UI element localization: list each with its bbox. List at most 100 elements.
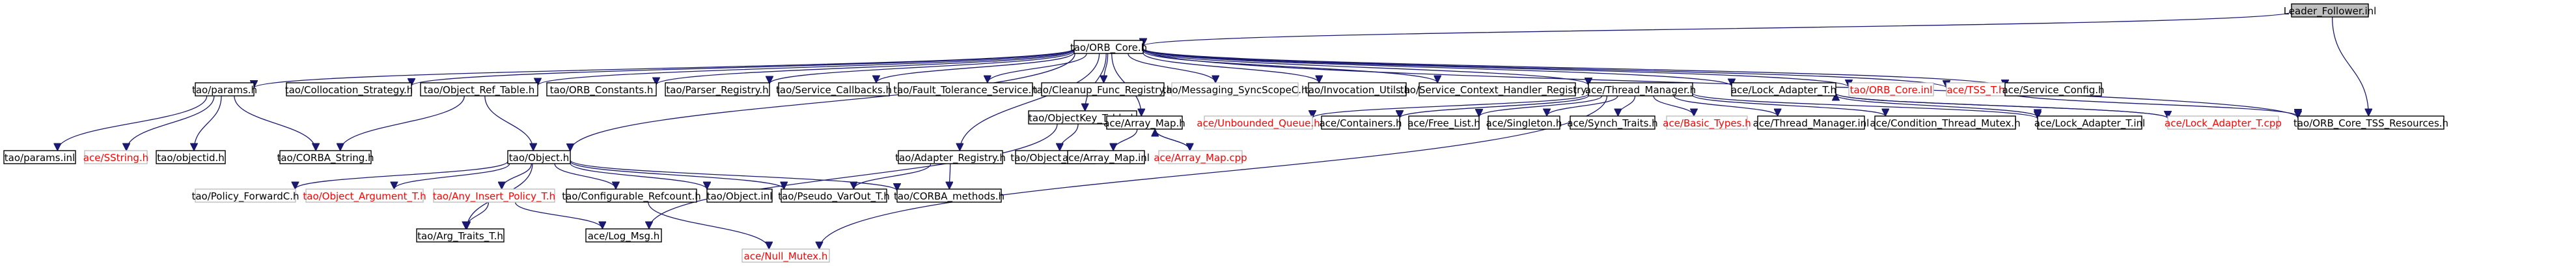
node-box[interactable]	[1041, 82, 1165, 97]
node-singleton[interactable]: ace/Singleton.h	[1486, 115, 1562, 130]
node-logmsg[interactable]: ace/Log_Msg.h	[585, 228, 662, 243]
node-corbamethods[interactable]: tao/CORBA_methods.h	[894, 188, 1004, 203]
node-box[interactable]	[195, 188, 296, 203]
node-box[interactable]	[1757, 115, 1865, 130]
edge-orbcore-to-tssres	[1143, 48, 2298, 119]
node-box[interactable]	[1067, 150, 1145, 164]
node-box[interactable]	[279, 150, 372, 164]
node-box[interactable]	[84, 150, 148, 164]
node-box[interactable]	[1419, 82, 1576, 97]
node-freelist[interactable]: ace/Free_List.h	[1407, 115, 1480, 130]
node-orbconst[interactable]: tao/ORB_Constants.h	[546, 82, 657, 97]
node-objectinl[interactable]: tao/Object.inl	[706, 188, 773, 203]
node-box[interactable]	[706, 188, 773, 203]
node-box[interactable]	[585, 228, 662, 243]
node-box[interactable]	[741, 248, 830, 263]
node-box[interactable]	[2004, 82, 2102, 97]
node-paramsinl[interactable]: tao/params.inl	[3, 150, 76, 164]
node-objargt[interactable]: tao/Object_Argument_T.h	[303, 188, 426, 203]
node-box[interactable]	[1588, 82, 1693, 97]
node-adaptreg[interactable]: tao/Adapter_Registry.h	[895, 150, 1006, 164]
node-arraymap[interactable]: ace/Array_Map.h	[1103, 115, 1185, 130]
node-box[interactable]	[195, 82, 255, 97]
node-box[interactable]	[416, 228, 505, 243]
node-box[interactable]	[420, 82, 538, 97]
node-box[interactable]	[1204, 115, 1313, 130]
node-unbq[interactable]: ace/Unbounded_Queue.h	[1197, 115, 1320, 130]
node-objreftable[interactable]: tao/Object_Ref_Table.h	[420, 82, 538, 97]
node-box[interactable]	[1408, 115, 1480, 130]
node-box[interactable]	[896, 188, 1002, 203]
node-root[interactable]: Leader_Follower.inl	[2284, 3, 2377, 18]
node-arraymapinl[interactable]: ace/Array_Map.inl	[1062, 150, 1150, 164]
edge-params-to-sstring	[126, 95, 215, 151]
node-arraymapcpp[interactable]: ace/Array_Map.cpp	[1154, 150, 1247, 164]
node-sstring[interactable]: ace/SString.h	[83, 150, 148, 164]
node-lockadaptcpp[interactable]: ace/Lock_Adapter_T.cpp	[2165, 115, 2282, 130]
node-box[interactable]	[1073, 40, 1144, 54]
node-anyins[interactable]: tao/Any_Insert_Policy_T.h	[433, 188, 555, 203]
node-argtraits[interactable]: tao/Arg_Traits_T.h	[416, 228, 505, 243]
node-threadmgr[interactable]: ace/Thread_Manager.h	[1585, 82, 1696, 97]
node-box[interactable]	[1308, 82, 1407, 97]
node-box[interactable]	[433, 188, 555, 203]
node-pseudovarout[interactable]: tao/Pseudo_VarOut_T.h	[778, 188, 890, 203]
node-corbastring[interactable]: tao/CORBA_String.h	[277, 150, 374, 164]
node-containers[interactable]: ace/Containers.h	[1319, 115, 1402, 130]
node-box[interactable]	[1874, 115, 2016, 130]
node-orbcore[interactable]: tao/ORB_Core.h	[1070, 40, 1147, 54]
node-lockadapt[interactable]: ace/Lock_Adapter_T.h	[1731, 82, 1836, 97]
node-box[interactable]	[2291, 3, 2369, 18]
node-box[interactable]	[1321, 115, 1400, 130]
node-colloc[interactable]: tao/Collocation_Strategy.h	[285, 82, 413, 97]
node-tssres[interactable]: tao/ORB_Core_TSS_Resources.h	[2293, 115, 2448, 130]
node-box[interactable]	[3, 150, 76, 164]
node-basictypes[interactable]: ace/Basic_Types.h	[1663, 115, 1751, 130]
node-box[interactable]	[1158, 150, 1243, 164]
node-box[interactable]	[778, 82, 890, 97]
node-box[interactable]	[898, 82, 1033, 97]
node-objectid[interactable]: tao/objectid.h	[156, 150, 226, 164]
node-box[interactable]	[1666, 115, 1748, 130]
node-invutils[interactable]: tao/Invocation_Utils.h	[1305, 82, 1410, 97]
node-params[interactable]: tao/params.h	[192, 82, 257, 97]
node-cleanup[interactable]: tao/Cleanup_Func_Registry.h	[1033, 82, 1173, 97]
node-box[interactable]	[1848, 82, 1934, 97]
node-box[interactable]	[1106, 115, 1183, 130]
node-lockadaptinl[interactable]: ace/Lock_Adapter_T.inl	[2034, 115, 2145, 130]
node-box[interactable]	[665, 82, 770, 97]
node-box[interactable]	[2297, 115, 2444, 130]
node-box[interactable]	[286, 82, 412, 97]
node-box[interactable]	[781, 188, 887, 203]
node-box[interactable]	[1488, 115, 1560, 130]
node-box[interactable]	[566, 188, 697, 203]
node-condmutex[interactable]: ace/Condition_Thread_Mutex.h	[1870, 115, 2021, 130]
node-box[interactable]	[1570, 115, 1655, 130]
node-policyfwd[interactable]: tao/Policy_ForwardC.h	[191, 188, 299, 203]
node-orbcoreinl[interactable]: tao/ORB_Core.inl	[1848, 82, 1934, 97]
node-svccb[interactable]: tao/Service_Callbacks.h	[776, 82, 892, 97]
node-label: ace/Log_Msg.h	[588, 230, 660, 243]
node-box[interactable]	[1731, 82, 1836, 97]
node-box[interactable]	[156, 150, 226, 164]
node-svcconfig[interactable]: ace/Service_Config.h	[2002, 82, 2105, 97]
node-threadmgrinl[interactable]: ace/Thread_Manager.inl	[1753, 115, 1870, 130]
node-nullmutex[interactable]: ace/Null_Mutex.h	[741, 248, 830, 263]
node-synchtraits[interactable]: ace/Synch_Traits.h	[1567, 115, 1658, 130]
node-tsst[interactable]: ace/TSS_T.h	[1946, 82, 2006, 97]
node-box[interactable]	[898, 150, 1003, 164]
node-configref[interactable]: tao/Configurable_Refcount.h	[562, 188, 701, 203]
node-parserreg[interactable]: tao/Parser_Registry.h	[665, 82, 770, 97]
node-box[interactable]	[546, 82, 657, 97]
node-faulttol[interactable]: tao/Fault_Tolerance_Service.h	[893, 82, 1038, 97]
node-box[interactable]	[305, 188, 424, 203]
node-label: ace/Singleton.h	[1486, 117, 1562, 129]
node-box[interactable]	[2167, 115, 2279, 130]
edge-object-to-objectinl	[570, 162, 707, 190]
node-box[interactable]	[2037, 115, 2142, 130]
node-msgsync[interactable]: tao/Messaging_SyncScopeC.h	[1162, 82, 1308, 97]
node-box[interactable]	[507, 150, 571, 164]
node-box[interactable]	[1171, 82, 1299, 97]
node-svcctx[interactable]: tao/Service_Context_Handler_Registry.h	[1400, 82, 1595, 97]
node-object[interactable]: tao/Object.h	[507, 150, 571, 164]
